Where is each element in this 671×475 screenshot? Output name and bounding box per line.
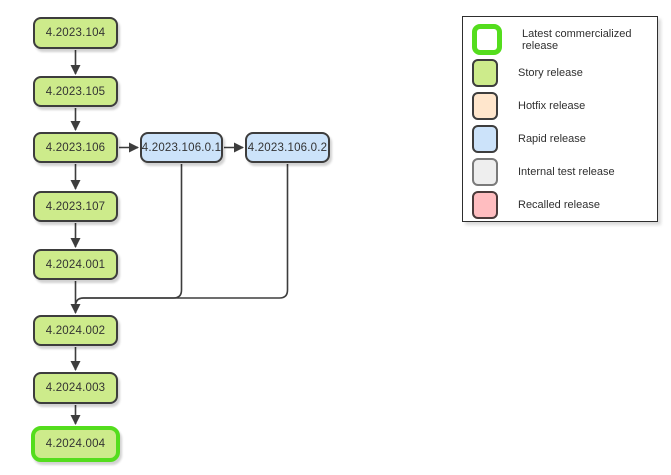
legend-item-label: Internal test release [518, 165, 615, 178]
node-4.2023.105: 4.2023.105 [33, 76, 118, 107]
legend-swatch-recalled [472, 190, 498, 219]
node-4.2023.104: 4.2023.104 [33, 17, 118, 49]
legend-item: Story release [463, 56, 657, 89]
node-4.2024.002: 4.2024.002 [33, 315, 118, 346]
node-4.2024.003: 4.2024.003 [33, 372, 118, 404]
edge-v10602-v2024002 [74, 164, 289, 307]
legend-swatch-internal [472, 157, 498, 186]
node-4.2023.107: 4.2023.107 [33, 191, 118, 222]
legend-item: Internal test release [463, 155, 657, 188]
legend-item-label: Recalled release [518, 198, 600, 211]
node-4.2023.106.0.2: 4.2023.106.0.2 [245, 132, 330, 163]
legend-swatch-rapid [472, 124, 498, 153]
legend-item: Latest commercialized release [463, 23, 657, 56]
legend-item: Hotfix release [463, 89, 657, 122]
node-4.2023.106: 4.2023.106 [33, 132, 118, 163]
edge-v10601-v2024002 [74, 164, 183, 307]
legend-swatch-hotfix [472, 91, 498, 120]
legend-swatch-story [472, 58, 498, 87]
node-4.2024.001: 4.2024.001 [33, 249, 118, 280]
legend-item-label: Hotfix release [518, 99, 586, 112]
node-4.2023.106.0.1: 4.2023.106.0.1 [140, 132, 223, 163]
legend-item-label: Story release [518, 66, 583, 79]
legend-item: Recalled release [463, 188, 657, 221]
legend-item-label: Latest commercialized release [522, 27, 632, 52]
legend-item: Rapid release [463, 122, 657, 155]
legend-swatch-latest [472, 24, 502, 55]
node-4.2024.004: 4.2024.004 [31, 426, 120, 462]
legend-item-label: Rapid release [518, 132, 586, 145]
